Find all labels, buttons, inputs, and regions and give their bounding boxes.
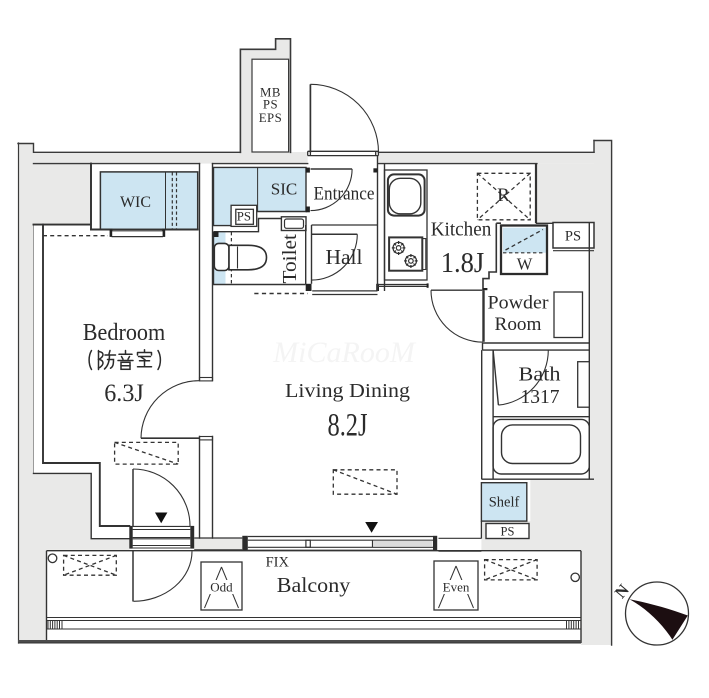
svg-text:Even: Even — [443, 580, 470, 595]
svg-text:Balcony: Balcony — [277, 573, 351, 597]
svg-text:SIC: SIC — [271, 180, 298, 199]
svg-text:8.2J: 8.2J — [328, 408, 368, 444]
svg-text:Bath: Bath — [519, 365, 561, 386]
svg-text:1.8J: 1.8J — [441, 247, 485, 279]
svg-text:MiCaRooM: MiCaRooM — [272, 336, 417, 369]
svg-text:Living Dining: Living Dining — [285, 380, 410, 402]
svg-text:W: W — [517, 255, 533, 274]
svg-text:Toilet: Toilet — [279, 234, 301, 284]
svg-text:Powder: Powder — [488, 292, 550, 313]
svg-text:Bedroom: Bedroom — [83, 320, 166, 346]
svg-text:FIX: FIX — [266, 555, 290, 571]
svg-text:Hall: Hall — [326, 245, 363, 269]
svg-text:6.3J: 6.3J — [104, 380, 144, 407]
svg-text:Odd: Odd — [210, 580, 233, 595]
svg-text:PS: PS — [237, 209, 251, 223]
svg-text:1317: 1317 — [521, 386, 560, 408]
svg-text:Room: Room — [495, 314, 542, 335]
svg-text:Entrance: Entrance — [314, 185, 375, 205]
svg-text:Kitchen: Kitchen — [431, 219, 492, 241]
svg-text:R: R — [497, 185, 510, 206]
svg-text:EPS: EPS — [259, 111, 283, 125]
svg-text:MB: MB — [260, 86, 281, 100]
svg-text:PS: PS — [263, 98, 278, 112]
svg-text:Shelf: Shelf — [489, 495, 520, 511]
svg-text:PS: PS — [565, 229, 581, 245]
svg-text:WIC: WIC — [120, 194, 151, 211]
svg-text:PS: PS — [501, 525, 515, 539]
